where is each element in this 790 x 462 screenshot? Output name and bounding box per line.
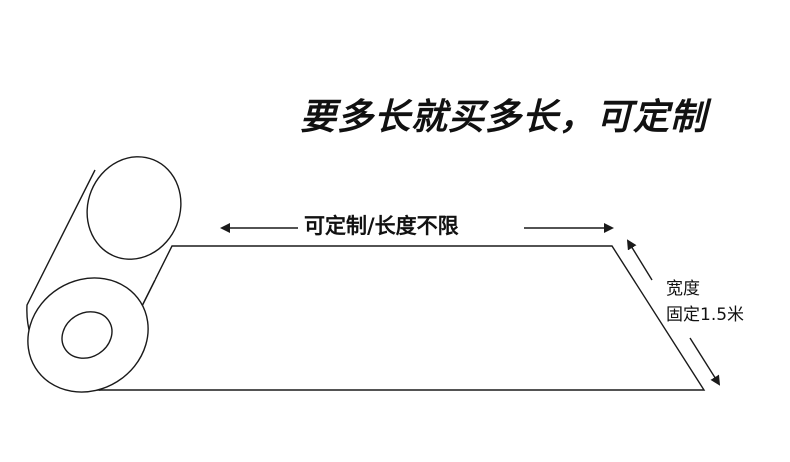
roll-core (61, 311, 113, 359)
headline: 要多长就买多长，可定制 (300, 97, 708, 138)
width-label-line2: 固定1.5米 (666, 305, 745, 325)
length-label: 可定制/长度不限 (302, 210, 461, 240)
roll-far-end (86, 156, 182, 260)
unrolled-sheet (98, 245, 706, 391)
width-arrow-top (626, 239, 653, 281)
width-label: 宽度 固定1.5米 (666, 276, 744, 328)
width-label-line1: 宽度 (666, 279, 700, 299)
width-arrow-bottom (689, 337, 721, 386)
